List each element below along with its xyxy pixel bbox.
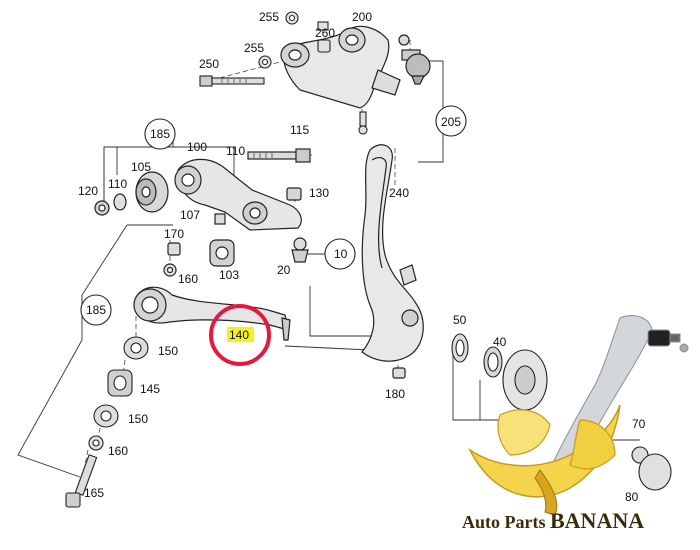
label-240: 240 bbox=[389, 186, 409, 200]
brand-text: Auto Parts BANANA bbox=[462, 508, 644, 533]
lower-control-arm-100 bbox=[94, 148, 311, 277]
part-labels: 255 260 200 250 255 185 100 110 115 105 … bbox=[78, 10, 646, 504]
label-107: 107 bbox=[180, 208, 200, 222]
highlight-box bbox=[227, 327, 254, 342]
hub-parts bbox=[451, 333, 672, 491]
label-70: 70 bbox=[632, 417, 646, 431]
label-150-bottom: 150 bbox=[128, 412, 148, 426]
label-185-bottom: 185 bbox=[86, 303, 106, 317]
leader-lines bbox=[17, 60, 640, 478]
label-120: 120 bbox=[78, 184, 98, 198]
label-170: 170 bbox=[164, 227, 184, 241]
label-100: 100 bbox=[187, 140, 207, 154]
label-255-top: 255 bbox=[259, 10, 279, 24]
highlight-circle bbox=[209, 304, 271, 366]
label-165: 165 bbox=[84, 486, 104, 500]
label-180: 180 bbox=[385, 387, 405, 401]
label-130: 130 bbox=[309, 186, 329, 200]
label-115: 115 bbox=[290, 123, 309, 137]
label-260: 260 bbox=[315, 26, 335, 40]
label-40: 40 bbox=[493, 335, 507, 349]
callout-circles bbox=[80, 105, 467, 326]
label-205: 205 bbox=[441, 115, 461, 129]
top-hardware bbox=[199, 11, 368, 135]
banana-icon bbox=[468, 404, 621, 516]
label-160-mid: 160 bbox=[178, 272, 198, 286]
lower-hardware-stack bbox=[65, 336, 149, 508]
steering-knuckle bbox=[361, 144, 424, 379]
brand-text-b: BANANA bbox=[550, 508, 644, 533]
watermark-logo: Auto Parts BANANA bbox=[462, 315, 689, 533]
label-10: 10 bbox=[334, 247, 348, 261]
label-80: 80 bbox=[625, 490, 639, 504]
label-200: 200 bbox=[352, 10, 372, 24]
label-255-mid: 255 bbox=[244, 41, 264, 55]
label-250: 250 bbox=[199, 57, 219, 71]
brand-text-a: Auto Parts bbox=[462, 512, 550, 532]
label-105: 105 bbox=[131, 160, 151, 174]
part-140-highlight bbox=[209, 304, 271, 366]
label-160-bottom: 160 bbox=[108, 444, 128, 458]
label-50: 50 bbox=[453, 313, 467, 327]
label-140: 140 bbox=[229, 328, 249, 342]
label-110-top: 110 bbox=[226, 144, 245, 158]
tension-strut-140 bbox=[133, 286, 291, 341]
label-103: 103 bbox=[219, 268, 239, 282]
label-150-top: 150 bbox=[158, 344, 178, 358]
label-110-left: 110 bbox=[108, 177, 127, 191]
upper-control-arm bbox=[280, 25, 431, 109]
label-185-top: 185 bbox=[150, 127, 170, 141]
label-20: 20 bbox=[277, 263, 291, 277]
label-145: 145 bbox=[140, 382, 160, 396]
